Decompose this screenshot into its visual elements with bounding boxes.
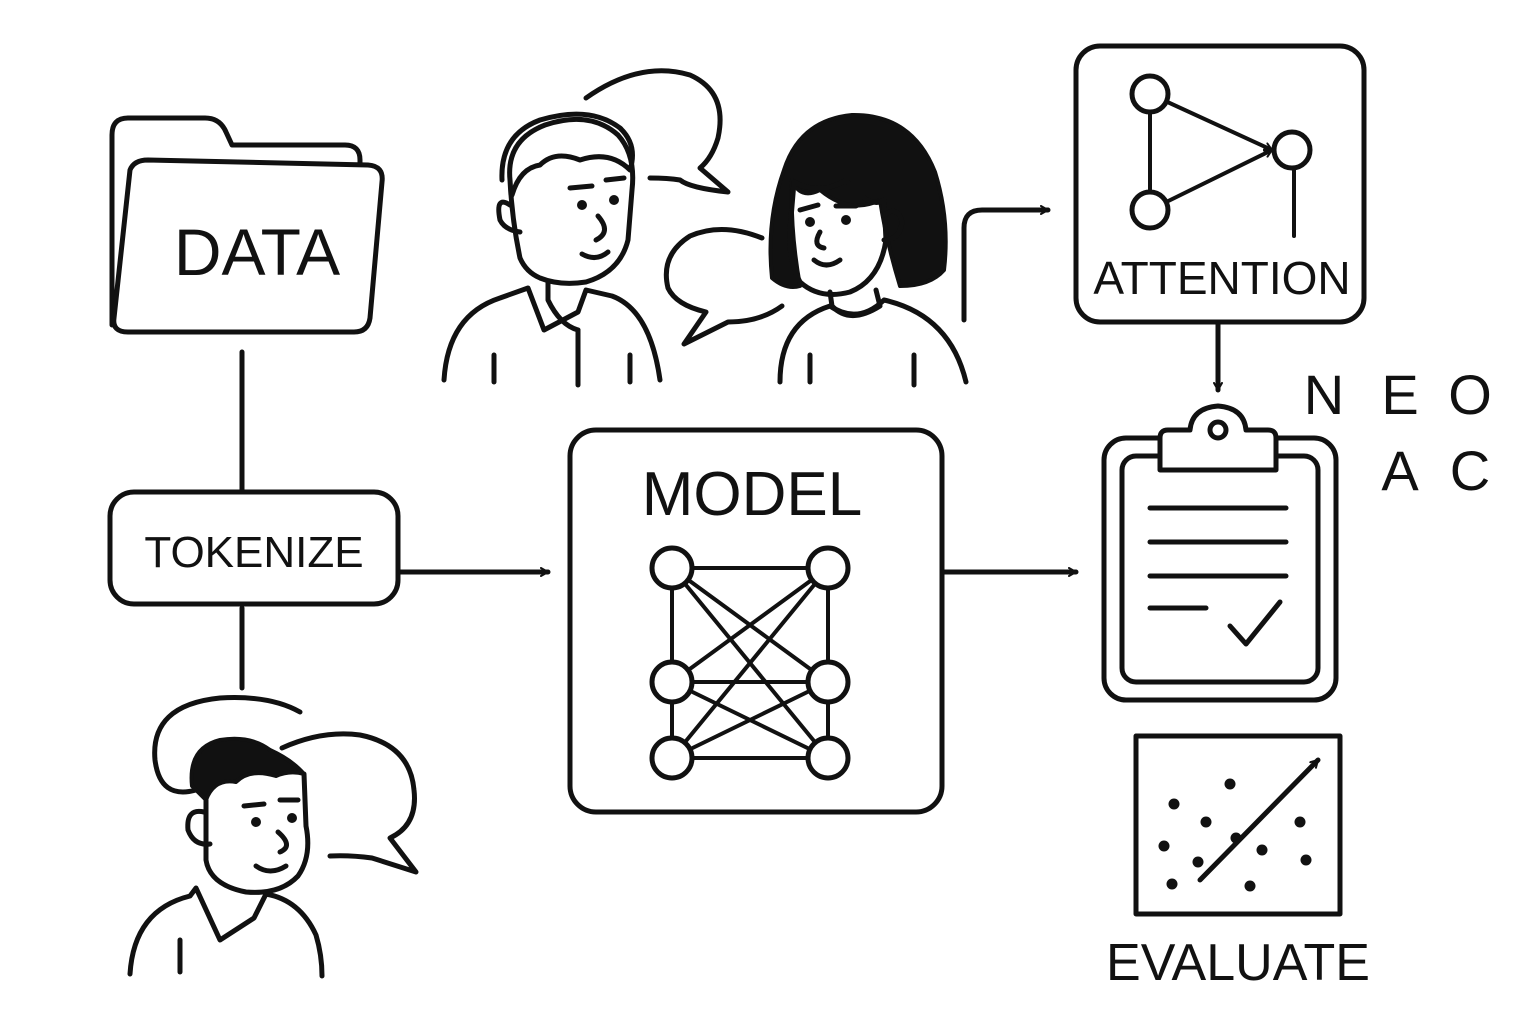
people-talking-icon xyxy=(441,68,969,388)
letter-a: A xyxy=(1381,439,1419,502)
speech-bubble-middle xyxy=(663,226,785,347)
folder-icon: DATA xyxy=(109,115,385,335)
evaluate-node: EVALUATE xyxy=(1106,733,1370,992)
person-talking-icon xyxy=(127,695,419,979)
arrow-people-attention xyxy=(961,205,1051,323)
neural-network-icon xyxy=(649,545,851,781)
model-node: MODEL xyxy=(567,427,945,815)
letter-c: C xyxy=(1450,439,1490,502)
letter-n: N xyxy=(1304,363,1344,426)
attention-label: ATTENTION xyxy=(1093,252,1350,304)
letter-e: E xyxy=(1381,363,1418,426)
attention-graph-icon xyxy=(1129,73,1313,238)
corner-letters: N E O A C xyxy=(1304,363,1492,502)
tokenize-label: TOKENIZE xyxy=(144,528,363,577)
scatter-points xyxy=(1158,778,1312,892)
model-label: MODEL xyxy=(642,460,862,529)
clipboard-checklist-icon xyxy=(1101,403,1339,703)
speech-bubble-top xyxy=(583,68,731,195)
speech-bubble-bottom xyxy=(279,731,419,875)
attention-node: ATTENTION xyxy=(1073,43,1367,325)
tokenize-node: TOKENIZE xyxy=(107,489,401,607)
letter-o: O xyxy=(1448,363,1492,426)
man-avatar xyxy=(441,111,663,388)
scatter-trend-icon xyxy=(1133,733,1343,917)
evaluate-label: EVALUATE xyxy=(1106,934,1370,992)
data-label: DATA xyxy=(174,215,340,289)
woman-avatar xyxy=(768,112,969,388)
